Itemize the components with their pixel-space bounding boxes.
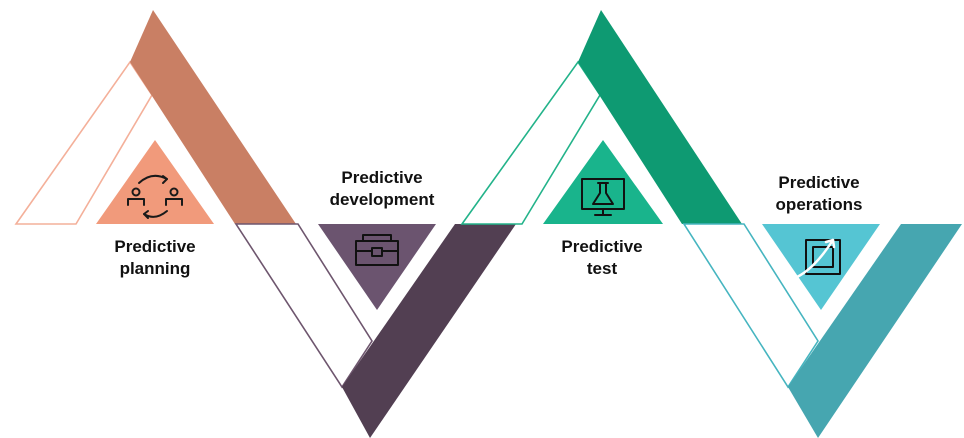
- development-band: [342, 224, 516, 438]
- toolbox-icon: [355, 234, 399, 266]
- stage-label-line1: Predictive: [114, 237, 196, 256]
- flask-monitor-icon: [581, 178, 625, 216]
- stage-label-line2: development: [329, 190, 435, 209]
- stage-label-line2: operations: [775, 195, 863, 214]
- growth-chart-icon: [795, 238, 841, 279]
- stage-label-line2: planning: [119, 259, 191, 278]
- stage-label-line1: Predictive: [341, 168, 423, 187]
- stage-label-test: Predictive test: [517, 236, 687, 280]
- development-outline: [234, 223, 373, 389]
- stage-label-line2: test: [586, 259, 618, 278]
- stage-operations-shape: [682, 223, 962, 438]
- stage-label-line1: Predictive: [778, 173, 860, 192]
- operations-outline: [682, 223, 819, 389]
- operations-band: [788, 224, 962, 438]
- stage-test-shape: [460, 10, 742, 225]
- stage-label-development: Predictive development: [297, 167, 467, 211]
- test-band: [578, 10, 742, 224]
- stage-planning-shape: [14, 10, 296, 225]
- stage-label-operations: Predictive operations: [734, 172, 904, 216]
- stage-development-shape: [234, 223, 516, 438]
- stage-label-planning: Predictive planning: [70, 236, 240, 280]
- people-exchange-icon: [127, 174, 183, 219]
- stage-label-line1: Predictive: [561, 237, 643, 256]
- planning-band: [130, 10, 296, 224]
- development-inner-triangle: [318, 224, 436, 310]
- planning-inner-triangle: [96, 140, 214, 224]
